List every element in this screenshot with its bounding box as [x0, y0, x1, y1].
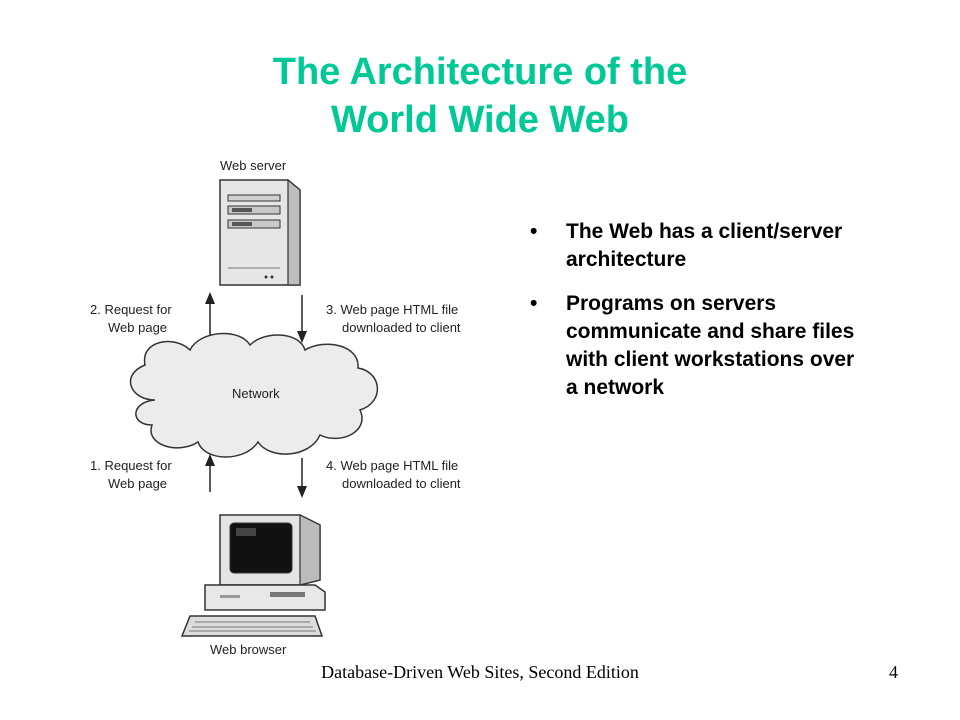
step4-label-line2: downloaded to client	[342, 476, 461, 491]
step2-label-line2: Web page	[108, 320, 167, 335]
arrow-down-download-icon	[297, 458, 307, 498]
step3-label-line2: downloaded to client	[342, 320, 461, 335]
server-tower-icon	[219, 178, 301, 286]
arrow-up-request-icon	[205, 454, 215, 492]
bullet-item: • Programs on servers communicate and sh…	[530, 290, 860, 402]
bullet-list: • The Web has a client/server architectu…	[530, 218, 860, 418]
bullet-dot-icon: •	[530, 292, 538, 315]
step1-label-line1: 1. Request for	[90, 458, 172, 473]
desktop-computer-icon	[180, 514, 326, 637]
bullet-item: • The Web has a client/server architectu…	[530, 218, 860, 274]
web-browser-label: Web browser	[210, 642, 287, 657]
bullet-text: The Web has a client/server architecture	[566, 220, 843, 271]
step4-label-line1: 4. Web page HTML file	[326, 458, 458, 473]
step1-label-line2: Web page	[108, 476, 167, 491]
web-server-label: Web server	[220, 158, 287, 173]
title-line-2: World Wide Web	[330, 99, 630, 141]
footer-text: Database-Driven Web Sites, Second Editio…	[321, 662, 639, 682]
network-label: Network	[232, 386, 280, 401]
page-title: The Architecture of the World Wide Web	[180, 48, 780, 144]
page-number: 4	[889, 662, 898, 682]
arrow-down-download-icon	[297, 295, 307, 343]
bullet-dot-icon: •	[530, 220, 538, 243]
title-line-1: The Architecture of the	[272, 51, 688, 93]
arrow-up-request-icon	[205, 292, 215, 340]
bullet-text: Programs on servers communicate and shar…	[566, 292, 855, 399]
step2-label-line1: 2. Request for	[90, 302, 172, 317]
client-server-diagram: Web server 2. Request for Web page 3	[90, 158, 461, 657]
cloud-icon	[129, 332, 379, 458]
step3-label-line1: 3. Web page HTML file	[326, 302, 458, 317]
